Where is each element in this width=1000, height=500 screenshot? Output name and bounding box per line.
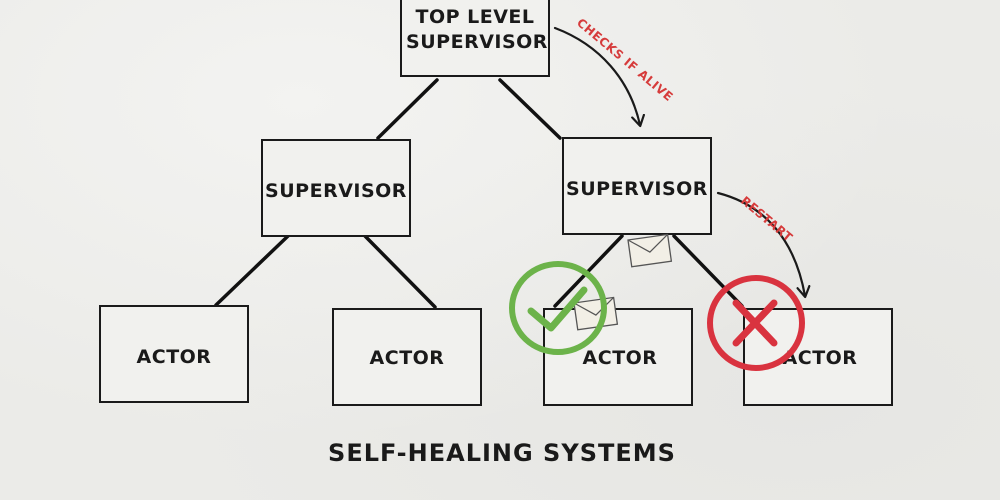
edge-top-to-supervisor-right (498, 78, 562, 140)
connectors (214, 78, 744, 309)
edge-supervisor-right-to-actor-3 (553, 234, 624, 308)
restart-arrow (716, 191, 805, 296)
message-envelope-icon (627, 233, 673, 268)
top-supervisor-label-line2: SUPERVISOR (406, 31, 548, 53)
actor-2-box (332, 308, 482, 406)
actor-4-label: ACTOR (783, 347, 858, 369)
edge-supervisor-right-to-actor-4 (672, 234, 744, 308)
checks-arrow (553, 26, 640, 125)
top-supervisor-box (400, 0, 550, 77)
actor-2-label: ACTOR (370, 347, 445, 369)
restart-annotation: RESTART (738, 194, 796, 245)
actor-4-box (743, 308, 893, 406)
actor-1-label: ACTOR (137, 346, 212, 368)
supervisor-left-box (261, 139, 411, 237)
actor-1-box (99, 305, 249, 403)
edge-supervisor-left-to-actor-1 (214, 234, 290, 307)
supervisor-right-label: SUPERVISOR (566, 178, 708, 200)
actor-3-box (543, 308, 693, 406)
message-envelope-icon (573, 296, 619, 331)
edge-supervisor-left-to-actor-2 (363, 234, 437, 309)
healthy-check-icon (509, 261, 607, 355)
supervisor-left-label: SUPERVISOR (265, 180, 407, 202)
supervisor-right-box (562, 137, 712, 235)
diagram-caption: SELF-HEALING SYSTEMS (328, 439, 676, 467)
edge-top-to-supervisor-left (376, 78, 439, 140)
failed-cross-icon (707, 275, 805, 371)
checks-if-alive-annotation: CHECKS IF ALIVE (574, 16, 676, 105)
actor-3-label: ACTOR (583, 347, 658, 369)
top-supervisor-label-line1: TOP LEVEL (415, 6, 534, 28)
